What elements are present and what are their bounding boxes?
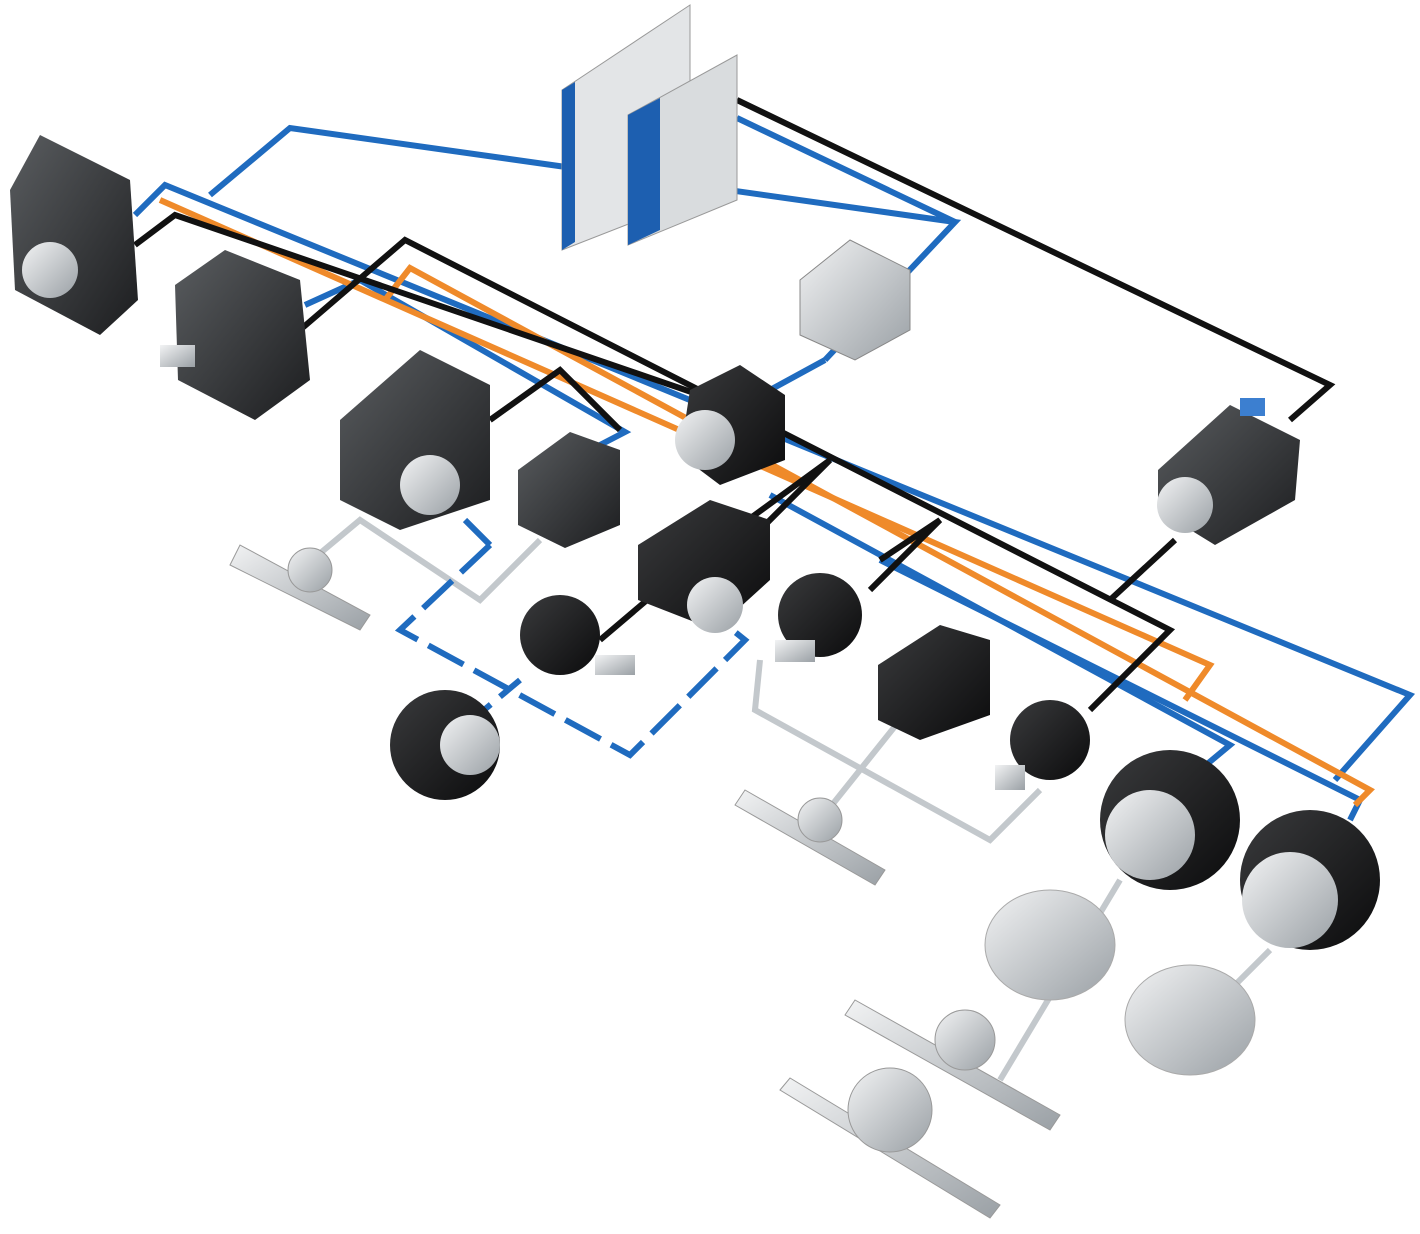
planetary-gearboxes [390, 573, 1380, 950]
servo-motor-center [675, 365, 785, 485]
gear-motor [340, 350, 490, 530]
bevel-gearbox-small [518, 432, 620, 548]
servo-motor-silver [799, 239, 911, 361]
rack-and-pinions [229, 544, 1061, 1219]
right-angle-planetary [638, 500, 770, 633]
right-angle-gearbox [10, 135, 138, 335]
signal-lines [133, 97, 1336, 713]
rotary-tables [984, 889, 1256, 1076]
bus-lines [158, 197, 1375, 808]
bevel-gearbox [160, 250, 310, 420]
servo-drive-small [627, 54, 738, 246]
servo-motor-right [1157, 398, 1300, 545]
